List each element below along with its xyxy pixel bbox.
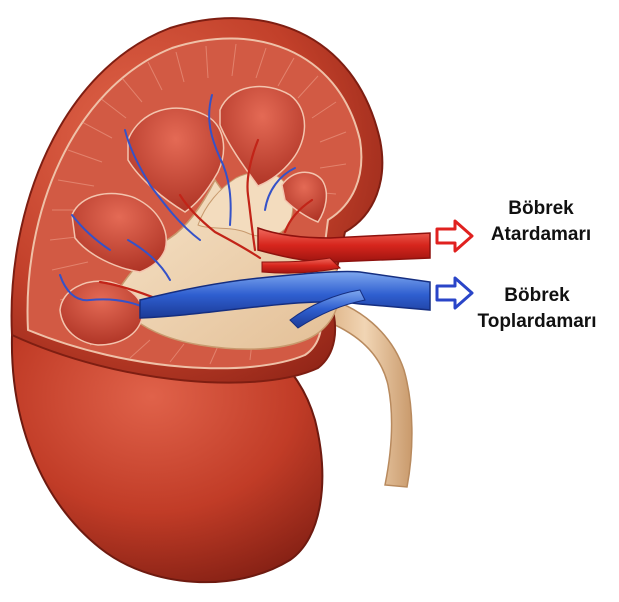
renal-vein-label: Böbrek Toplardamarı <box>458 283 616 335</box>
renal-vein-label-line2: Toplardamarı <box>458 309 616 335</box>
renal-artery-label: Böbrek Atardamarı <box>478 196 604 248</box>
artery-arrow-icon <box>437 221 472 251</box>
renal-artery-label-line1: Böbrek <box>478 196 604 222</box>
renal-artery-label-line2: Atardamarı <box>478 222 604 248</box>
renal-vein-label-line1: Böbrek <box>458 283 616 309</box>
